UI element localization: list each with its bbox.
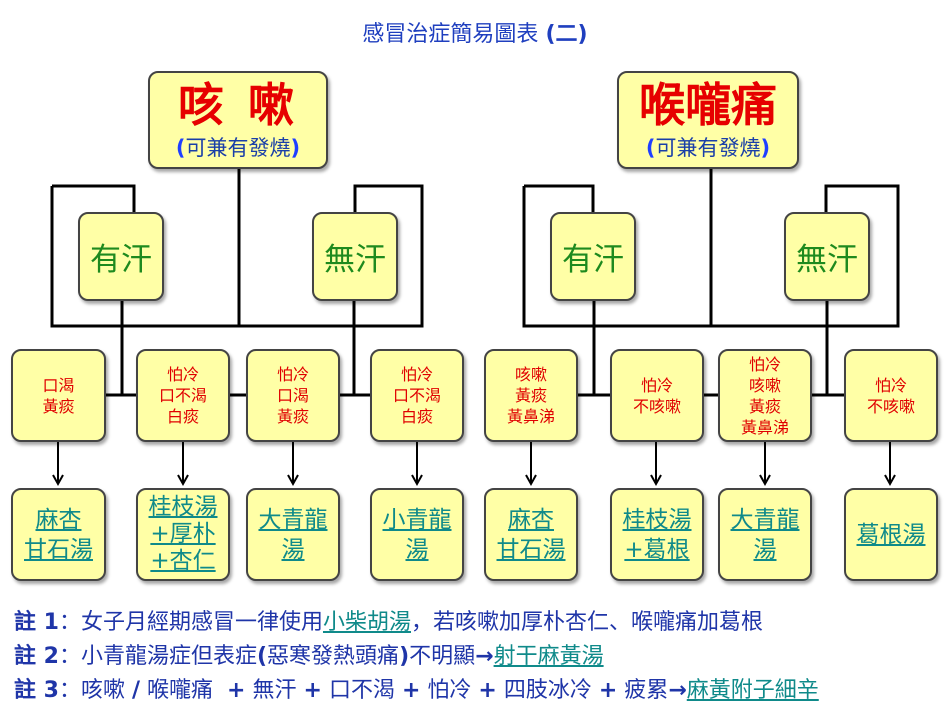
title-paren: (二) [545,22,588,47]
symptom-box: 咳嗽 黃痰 黃鼻涕 [484,349,578,442]
formula-box[interactable]: 大青龍 湯 [718,488,812,581]
branch-no-sweat: 無汗 [784,212,870,301]
title-text: 感冒治症簡易圖表 [362,22,539,47]
branch-sweat: 有汗 [78,212,164,301]
note-link[interactable]: 麻黃附子細辛 [686,678,819,703]
formula-box[interactable]: 桂枝湯 +葛根 [610,488,704,581]
main-box-sore-throat: 喉嚨痛 (可兼有發燒) [617,71,799,169]
main-title: 咳 嗽 [177,78,298,132]
formula-box[interactable]: 葛根湯 [844,488,938,581]
note-1: 註 1：女子月經期感冒一律使用小柴胡湯，若咳嗽加厚朴杏仁、喉嚨痛加葛根 [14,610,764,635]
formula-box[interactable]: 麻杏 甘石湯 [11,488,106,581]
symptom-box: 怕冷 咳嗽 黃痰 黃鼻涕 [718,349,812,442]
symptom-box: 怕冷 不咳嗽 [610,349,704,442]
formula-box[interactable]: 麻杏 甘石湯 [484,488,578,581]
note-link[interactable]: 小柴胡湯 [322,610,411,635]
symptom-box: 怕冷 口渴 黃痰 [246,349,340,442]
main-box-cough: 咳 嗽 (可兼有發燒) [148,71,328,169]
formula-box[interactable]: 桂枝湯 +厚朴 +杏仁 [136,488,230,581]
symptom-box: 怕冷 不咳嗽 [844,349,938,442]
note-link[interactable]: 射干麻黃湯 [493,644,604,669]
main-subtitle: (可兼有發燒) [645,136,771,160]
formula-box[interactable]: 小青龍 湯 [370,488,464,581]
symptom-box: 怕冷 口不渴 白痰 [370,349,464,442]
symptom-box: 怕冷 口不渴 白痰 [136,349,230,442]
formula-box[interactable]: 大青龍 湯 [246,488,340,581]
main-title: 喉嚨痛 [639,78,777,132]
note-3: 註 3：咳嗽 / 喉嚨痛 + 無汗 + 口不渴 + 怕冷 + 四肢冰冷 + 疲累… [14,678,819,703]
symptom-box: 口渴 黃痰 [11,349,106,442]
main-subtitle: (可兼有發燒) [175,136,301,160]
branch-sweat: 有汗 [550,212,636,301]
branch-no-sweat: 無汗 [312,212,398,301]
note-2: 註 2：小青龍湯症但表症(惡寒發熱頭痛)不明顯→射干麻黃湯 [14,644,604,669]
page-title: 感冒治症簡易圖表 (二) [0,16,950,48]
